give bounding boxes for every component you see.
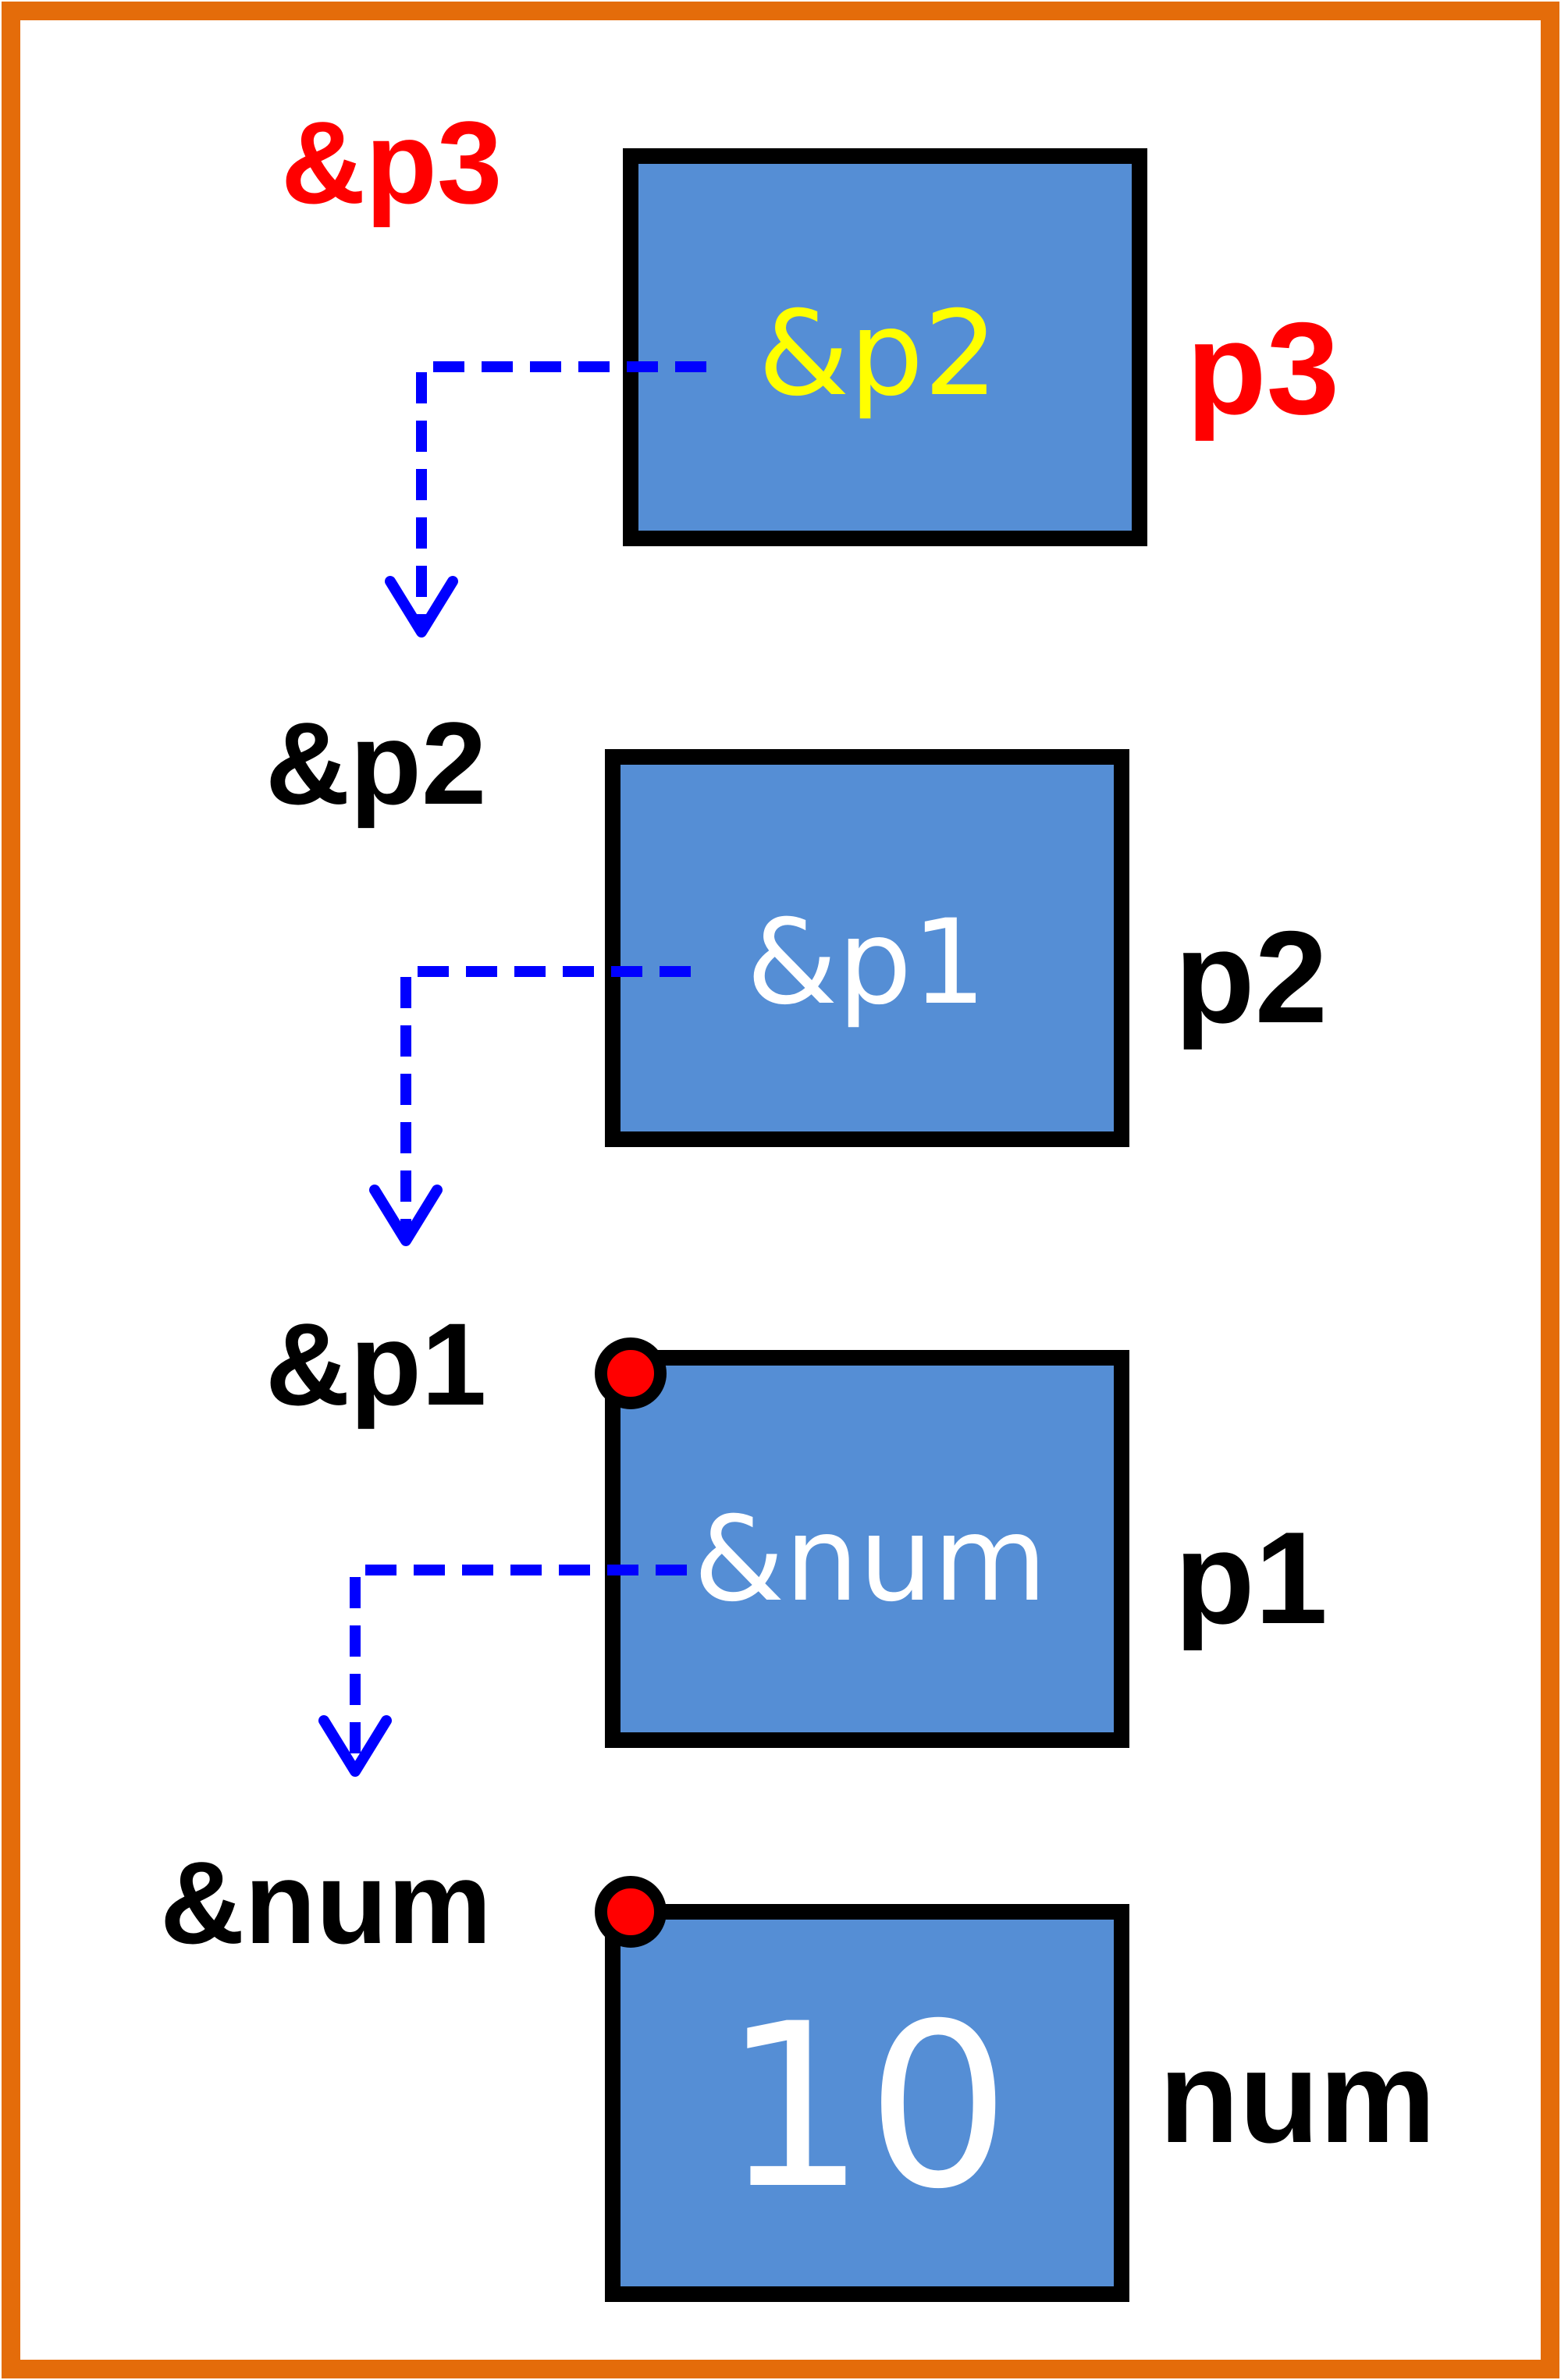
memory-box-p1 xyxy=(605,1350,1129,1748)
pointer-arrow-p2-to-p1 xyxy=(400,966,691,1233)
value-text-p3: &p2 xyxy=(758,286,998,422)
address-label-p2: &p2 xyxy=(265,698,486,829)
value-text-p2: &p1 xyxy=(746,895,987,1031)
marker-dot-p1 xyxy=(595,1337,667,1409)
value-text-num: 10 xyxy=(722,1976,1010,2239)
pointer-arrow-p3-to-p2 xyxy=(416,361,706,624)
value-text-p1: &num xyxy=(693,1492,1047,1628)
variable-name-p3: p3 xyxy=(1186,295,1339,442)
address-label-p3: &p3 xyxy=(281,97,502,228)
arrow-head-p3 xyxy=(385,576,458,638)
memory-box-num xyxy=(605,1904,1129,2302)
memory-box-p2 xyxy=(605,749,1129,1147)
variable-name-num: num xyxy=(1159,2023,1436,2170)
variable-name-p1: p1 xyxy=(1175,1504,1328,1651)
arrow-head-p2 xyxy=(369,1185,443,1246)
address-label-num: &num xyxy=(160,1837,492,1968)
pointer-arrow-p1-to-num xyxy=(350,1565,687,1764)
address-label-p1: &p1 xyxy=(265,1298,486,1430)
variable-name-p2: p2 xyxy=(1175,904,1328,1050)
memory-box-p3 xyxy=(623,148,1147,546)
arrow-head-p1 xyxy=(318,1715,392,1777)
marker-dot-num xyxy=(595,1876,667,1948)
